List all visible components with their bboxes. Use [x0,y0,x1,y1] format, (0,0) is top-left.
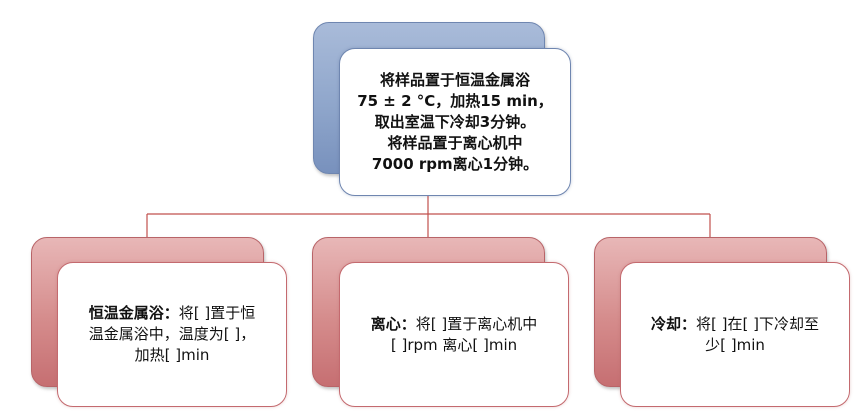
step-3-line-1: 将[ ]在[ ]下冷却至 [696,314,819,333]
step-box-cooling: 冷却：将[ ]在[ ]下冷却至 少[ ]min [620,262,850,407]
step-term-centrifuge: 离心： [370,314,416,333]
summary-line-1: 将样品置于恒温金属浴 [379,70,530,89]
step-box-centrifuge: 离心：将[ ]置于离心机中 [ ]rpm 离心[ ]min [339,262,569,407]
step-2-line-2: [ ]rpm 离心[ ]min [390,335,518,354]
step-text-metal-bath: 恒温金属浴：将[ ]置于恒 温金属浴中，温度为[ ]， 加热[ ]min [89,303,256,366]
procedure-summary-text: 将样品置于恒温金属浴 75 ± 2 °C，加热15 min， 取出室温下冷却3分… [357,70,553,175]
summary-line-2: 75 ± 2 °C，加热15 min， [357,91,553,110]
step-1-line-3: 加热[ ]min [134,346,210,364]
summary-line-5: 7000 rpm离心1分钟。 [371,154,539,173]
step-1-line-1: 将[ ]置于恒 [178,304,256,322]
step-box-metal-bath: 恒温金属浴：将[ ]置于恒 温金属浴中，温度为[ ]， 加热[ ]min [57,262,287,407]
step-1-line-2: 温金属浴中，温度为[ ]， [88,325,256,343]
step-text-centrifuge: 离心：将[ ]置于离心机中 [ ]rpm 离心[ ]min [371,314,538,356]
step-term-metal-bath: 恒温金属浴： [88,304,179,322]
step-3-line-2: 少[ ]min [705,335,765,354]
step-2-line-1: 将[ ]置于离心机中 [415,314,538,333]
step-text-cooling: 冷却：将[ ]在[ ]下冷却至 少[ ]min [651,314,819,356]
procedure-summary-box: 将样品置于恒温金属浴 75 ± 2 °C，加热15 min， 取出室温下冷却3分… [339,48,571,196]
step-term-cooling: 冷却： [651,314,697,333]
summary-line-3: 取出室温下冷却3分钟。 [374,112,536,131]
summary-line-4: 将样品置于离心机中 [387,133,523,152]
